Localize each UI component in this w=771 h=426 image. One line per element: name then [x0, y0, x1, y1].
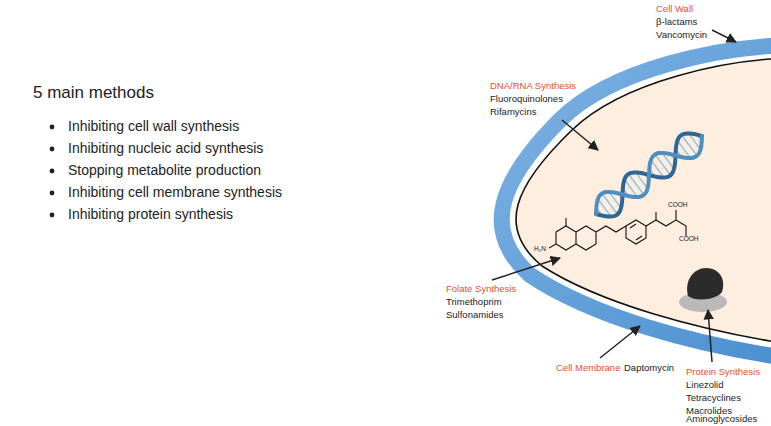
leader-arrow [712, 30, 736, 42]
bullet-text: Inhibiting nucleic acid synthesis [68, 140, 263, 157]
dna-strand [596, 136, 702, 214]
callout-heading: Cell Membrane [556, 362, 620, 373]
leader-arrow [562, 120, 598, 150]
bullet [50, 213, 55, 218]
bullet-text: Stopping metabolite production [68, 162, 261, 179]
leader-arrow [492, 258, 560, 280]
bullet [50, 125, 55, 130]
benzene-ring [626, 220, 646, 244]
atom-label: COOH [668, 201, 688, 209]
drug-name: Tetracyclines [686, 392, 741, 403]
drug-name: Fluoroquinolones [490, 93, 563, 104]
bullet-text: Inhibiting cell wall synthesis [68, 118, 239, 135]
ribosome-large-subunit [687, 268, 723, 299]
bullet [50, 147, 55, 152]
drug-name: Sulfonamides [446, 309, 504, 320]
bullet [50, 169, 55, 174]
dna-rung [655, 154, 670, 175]
bond [565, 218, 566, 226]
pteridine-ring [576, 226, 596, 250]
bullet-text: Inhibiting cell membrane synthesis [68, 184, 282, 201]
atom-label: H₂N [534, 245, 546, 253]
leader-arrow [708, 310, 712, 362]
bullet [50, 191, 55, 196]
drug-name: β-lactams [656, 16, 697, 27]
dna-rung [629, 174, 644, 195]
drug-name: Linezolid [686, 379, 724, 390]
heading: 5 main methods [33, 83, 154, 103]
bond [549, 244, 556, 248]
glutamate-chain [646, 210, 686, 236]
folate-molecule [549, 210, 686, 250]
cell-wall [502, 45, 771, 360]
callout-heading: DNA/RNA Synthesis [490, 80, 576, 91]
callout-heading: Cell Wall [656, 3, 693, 14]
bullet-text: Inhibiting protein synthesis [68, 206, 233, 223]
drug-name: Trimethoprim [446, 296, 502, 307]
drug-name: Vancomycin [656, 29, 707, 40]
dna-helix [596, 133, 702, 216]
atom-label: COOH [679, 235, 699, 243]
dna-strand [596, 133, 702, 216]
dna-rung [682, 135, 697, 156]
callout-heading: Protein Synthesis [686, 366, 760, 377]
drug-name: Aminoglycosides [686, 413, 757, 424]
drug-name: Daptomycin [624, 362, 674, 373]
callout-heading: Folate Synthesis [446, 283, 516, 294]
leader-arrow [600, 326, 640, 358]
pteridine-ring [556, 226, 576, 250]
bond [596, 226, 626, 232]
double-bond [630, 224, 642, 240]
drug-name: Rifamycins [490, 106, 536, 117]
dna-rung [602, 193, 617, 214]
